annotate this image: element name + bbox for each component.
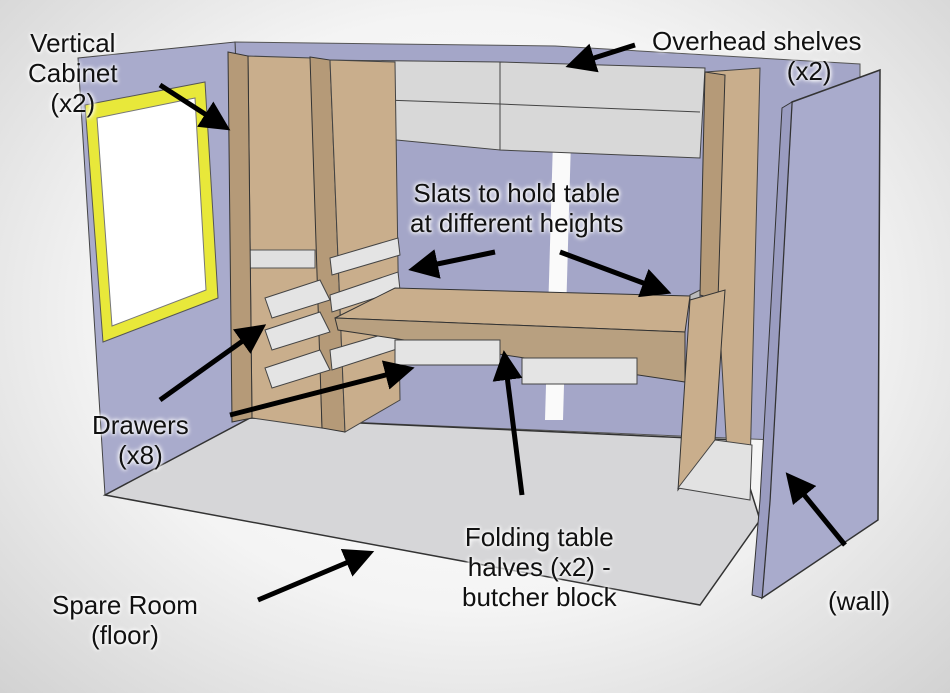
arrow-folding-table	[492, 350, 525, 496]
arrow-drawers-2	[229, 360, 415, 418]
label-line: Spare Room	[52, 590, 198, 620]
label-line: Slats to hold table	[413, 178, 621, 208]
label-line: Overhead shelves	[652, 26, 862, 56]
drawers	[264, 237, 401, 389]
label-vertical-cabinet: Vertical Cabinet (x2)	[28, 28, 118, 118]
label-line: Cabinet	[28, 58, 118, 88]
label-line: (floor)	[91, 620, 159, 650]
arrow-drawers-1	[158, 324, 267, 403]
label-line: Vertical	[30, 28, 116, 58]
label-folding-table: Folding table halves (x2) - butcher bloc…	[462, 522, 617, 612]
label-wall: (wall)	[828, 586, 890, 616]
label-overhead-shelves: Overhead shelves (x2)	[652, 26, 862, 86]
label-line: halves (x2) -	[467, 552, 611, 582]
arrow-slats-right	[559, 249, 672, 298]
table-drawer-1	[394, 339, 501, 366]
arrow-vertical-cabinet	[158, 82, 231, 131]
cabinet-right-base	[677, 439, 753, 501]
label-line: Folding table	[464, 522, 614, 552]
label-line: at different heights	[410, 208, 624, 238]
label-line: (wall)	[828, 586, 891, 616]
cabinet-front-panel	[227, 51, 253, 423]
arrows	[158, 42, 847, 603]
cabinet-shelf	[249, 249, 316, 269]
label-drawers: Drawers (x8)	[92, 410, 189, 470]
label-line: (x8)	[118, 440, 163, 470]
label-spare-room: Spare Room (floor)	[52, 590, 198, 650]
label-line: (x2)	[786, 56, 832, 86]
arrow-overhead-shelves	[565, 42, 636, 73]
label-line: Drawers	[92, 410, 189, 440]
arrow-slats-left	[408, 249, 496, 279]
arrow-floor	[257, 548, 375, 603]
overhead-shelf-right	[499, 61, 706, 159]
window-glass	[96, 97, 207, 327]
floor	[102, 417, 761, 606]
label-line: butcher block	[462, 582, 617, 612]
label-line: (x2)	[50, 88, 96, 118]
arrow-wall	[785, 472, 847, 547]
label-slats: Slats to hold table at different heights	[410, 178, 623, 238]
table-drawer-2	[521, 357, 638, 385]
right-wall-edge	[751, 101, 793, 599]
